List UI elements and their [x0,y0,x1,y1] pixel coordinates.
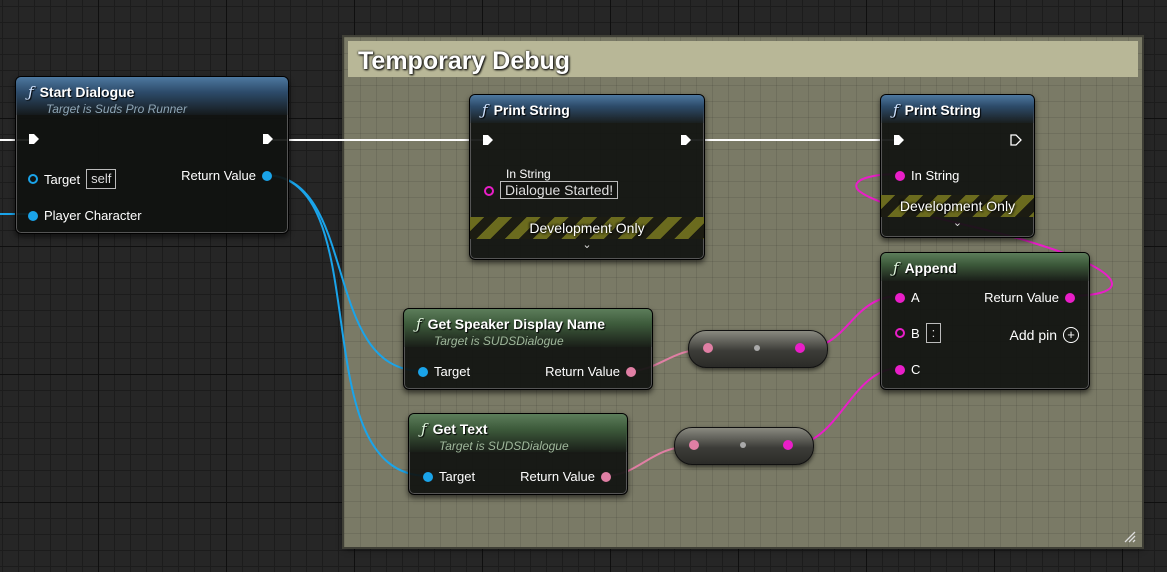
node-get-text[interactable]: ƒ Get Text Target is SUDSDialogue Target… [408,413,628,495]
object-pin-icon [262,170,272,181]
object-pin-icon [418,366,428,377]
function-icon: ƒ [893,259,899,277]
exec-arrow-icon [681,135,691,145]
exec-arrow-icon [263,134,273,144]
pin-label: Return Value [545,364,620,379]
node-header[interactable]: ƒ Print String [470,95,704,123]
to-string-conversion-node-1[interactable] [688,330,828,368]
in-string-pin[interactable]: In String Dialogue Started! [484,167,619,199]
pin-label: Return Value [520,469,595,484]
node-title: Get Text [432,421,488,437]
pin-label: B [911,325,920,341]
node-subtitle: Target is SUDSDialogue [434,334,564,348]
exec-out-pin[interactable] [1010,134,1022,146]
string-pin-icon[interactable] [783,440,793,450]
exec-arrow-icon [29,134,39,144]
return-value-pin[interactable]: Return Value [181,168,272,183]
exec-arrow-icon [894,135,904,145]
to-string-conversion-node-2[interactable] [674,427,814,465]
node-header[interactable]: ƒ Print String [881,95,1034,123]
target-pin[interactable]: Target self [28,169,117,189]
pin-label: In String [911,168,960,183]
expand-chevron-icon[interactable]: ⌄ [952,217,963,229]
pin-label: In String [506,167,551,181]
b-value-field[interactable]: : [925,323,942,343]
function-icon: ƒ [416,315,422,333]
function-icon: ƒ [482,101,488,119]
conversion-dot-icon [754,345,760,351]
node-header[interactable]: ƒ Start Dialogue Target is Suds Pro Runn… [16,77,288,116]
object-pin-icon [28,174,38,184]
pin-label: Target [439,469,476,484]
node-print-string-2[interactable]: ƒ Print String In String Development Onl… [880,94,1035,238]
target-pin[interactable]: Target [418,364,470,379]
in-string-pin[interactable]: In String [895,168,959,183]
string-pin-icon [484,186,494,196]
node-get-speaker-display-name[interactable]: ƒ Get Speaker Display Name Target is SUD… [403,308,653,390]
player-character-pin[interactable]: Player Character [28,208,142,223]
target-pin[interactable]: Target [423,469,475,484]
pin-label: A [911,290,920,305]
resize-handle-icon[interactable] [1122,529,1136,543]
pin-label: Target [434,364,471,379]
exec-out-pin[interactable] [680,134,692,146]
node-title: Print String [904,102,981,118]
node-subtitle: Target is SUDSDialogue [439,439,569,453]
pin-label: Return Value [181,168,256,183]
exec-arrow-outline-icon [1010,134,1022,146]
node-start-dialogue[interactable]: ƒ Start Dialogue Target is Suds Pro Runn… [15,76,289,234]
string-pin-icon[interactable] [795,343,805,353]
add-pin-button[interactable]: Add pin + [1010,327,1079,343]
conversion-dot-icon [740,442,746,448]
object-pin-icon [28,210,38,221]
node-append[interactable]: ƒ Append A Return Value B : Add pin + C [880,252,1090,390]
string-pin-icon [895,170,905,181]
comment-title[interactable]: Temporary Debug [348,41,1138,77]
text-pin-icon[interactable] [689,440,699,450]
c-pin[interactable]: C [895,362,920,377]
expand-chevron-icon[interactable]: ⌄ [582,239,592,251]
add-pin-label: Add pin [1009,327,1057,343]
node-print-string-1[interactable]: ƒ Print String In String Dialogue Starte… [469,94,705,260]
a-pin[interactable]: A [895,290,920,305]
string-pin-icon [1065,292,1075,303]
exec-arrow-icon [483,135,493,145]
object-pin-icon [423,471,433,482]
pin-label: Player Character [44,208,142,223]
node-header[interactable]: ƒ Append [881,253,1089,281]
return-value-pin[interactable]: Return Value [545,364,636,379]
function-icon: ƒ [28,83,34,101]
exec-out-pin[interactable] [262,133,274,145]
development-only-banner: Development Only [470,217,704,239]
pin-label: Target [44,171,81,187]
node-subtitle: Target is Suds Pro Runner [46,102,187,116]
exec-in-pin[interactable] [893,134,905,146]
target-default-field[interactable]: self [86,169,117,189]
node-title: Get Speaker Display Name [427,316,605,332]
string-pin-icon [895,328,905,338]
text-pin-icon[interactable] [703,343,713,353]
node-title: Print String [493,102,570,118]
exec-in-pin[interactable] [482,134,494,146]
return-value-pin[interactable]: Return Value [984,290,1075,305]
in-string-value-field[interactable]: Dialogue Started! [500,181,619,199]
node-title: Start Dialogue [39,84,135,100]
development-only-banner: Development Only [881,195,1034,217]
plus-circle-icon: + [1063,327,1079,343]
exec-in-pin[interactable] [28,133,40,145]
node-title: Append [904,260,957,276]
pin-label: Return Value [984,290,1059,305]
text-pin-icon [601,471,611,482]
text-pin-icon [626,366,636,377]
node-header[interactable]: ƒ Get Text Target is SUDSDialogue [409,414,627,453]
function-icon: ƒ [893,101,899,119]
return-value-pin[interactable]: Return Value [520,469,611,484]
string-pin-icon [895,292,905,303]
string-pin-icon [895,364,905,375]
pin-label: C [911,362,921,377]
function-icon: ƒ [421,420,427,438]
b-pin[interactable]: B : [895,323,942,343]
node-header[interactable]: ƒ Get Speaker Display Name Target is SUD… [404,309,652,348]
